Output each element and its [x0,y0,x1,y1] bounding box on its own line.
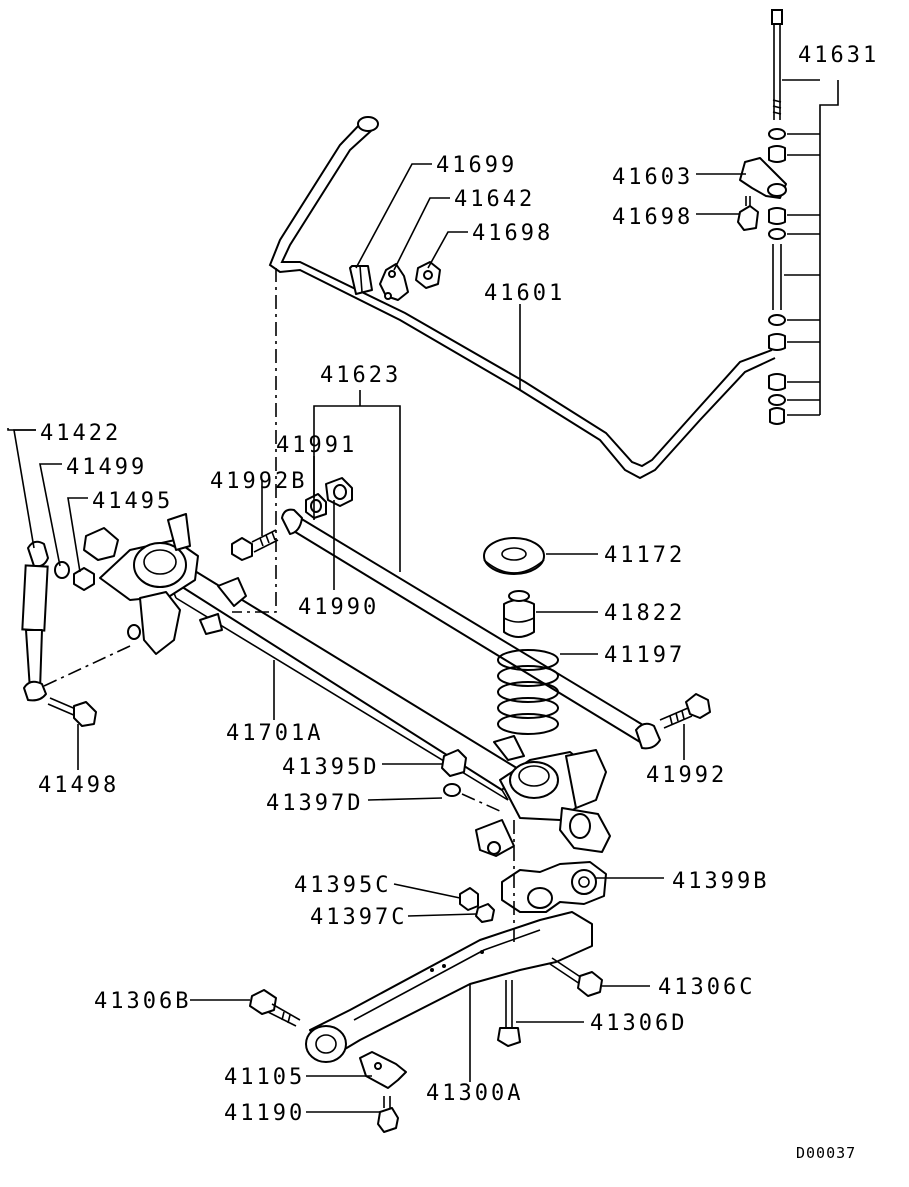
label-41631: 41631 [798,43,879,68]
label-41822: 41822 [604,601,685,626]
label-41495: 41495 [92,489,173,514]
label-41601: 41601 [484,281,565,306]
bolt-41306b [249,989,301,1027]
label-41300a: 41300A [426,1081,523,1106]
rod-bushing-41990 [325,477,353,507]
label-41698: 41698 [472,221,553,246]
stabilizer-link-set [739,9,787,425]
bushing-bracket-41399b [501,861,607,913]
label-41397d: 41397D [266,791,363,816]
bump-stopper-41822 [503,590,535,638]
leader-lines [7,163,746,1113]
label-41399b: 41399B [672,869,769,894]
label-41172: 41172 [604,543,685,568]
bracket-41105 [359,1051,407,1089]
collar-41395d [441,749,467,777]
trailing-arm [305,911,593,1063]
collar-41395c [459,887,479,911]
label-41306c: 41306C [658,975,755,1000]
label-41306d: 41306D [590,1011,687,1036]
washer-41499 [54,561,70,579]
stabilizer-bushing [349,265,373,295]
label-41698-link: 41698 [612,205,693,230]
spring-seat-41172 [483,537,545,575]
installation-lines [43,268,515,944]
rod-bushing-41991 [305,493,327,519]
coil-spring-41197 [497,649,559,735]
label-41395d: 41395D [282,755,379,780]
bolt-41992 [659,693,711,729]
part-labels: 41631 41603 41698 41699 41642 41698 4160… [38,43,879,1162]
label-41603: 41603 [612,165,693,190]
label-41699: 41699 [436,153,517,178]
label-41992b: 41992B [210,469,307,494]
label-41990: 41990 [298,595,379,620]
bolt-41190 [377,1096,399,1133]
diagram-code: D00037 [796,1144,856,1162]
label-41395c: 41395C [294,873,391,898]
label-41190: 41190 [224,1101,305,1126]
label-41397c: 41397C [310,905,407,930]
label-41422: 41422 [40,421,121,446]
label-41499: 41499 [66,455,147,480]
nut-41397c [475,903,495,923]
lateral-rod [281,508,661,750]
bolt-41306c [549,957,603,997]
shock-absorber [21,540,49,702]
label-41992: 41992 [646,763,727,788]
washer-41397d [443,783,461,797]
label-41991: 41991 [276,433,357,458]
label-41306b: 41306B [94,989,191,1014]
leader-41631-bracket [782,79,839,416]
label-41105: 41105 [224,1065,305,1090]
label-41701a: 41701A [226,721,323,746]
stabilizer-bracket [379,263,409,301]
label-41623: 41623 [320,363,401,388]
axle-beam [83,513,611,857]
link-nut-41698 [737,196,759,231]
label-41197: 41197 [604,643,685,668]
bolt-41498 [47,697,97,727]
nut-41495 [73,567,95,591]
bolt-41306d [497,980,521,1047]
bracket-nut [415,261,441,289]
bolt-41992b [231,529,279,561]
label-41642: 41642 [454,187,535,212]
label-41498: 41498 [38,773,119,798]
